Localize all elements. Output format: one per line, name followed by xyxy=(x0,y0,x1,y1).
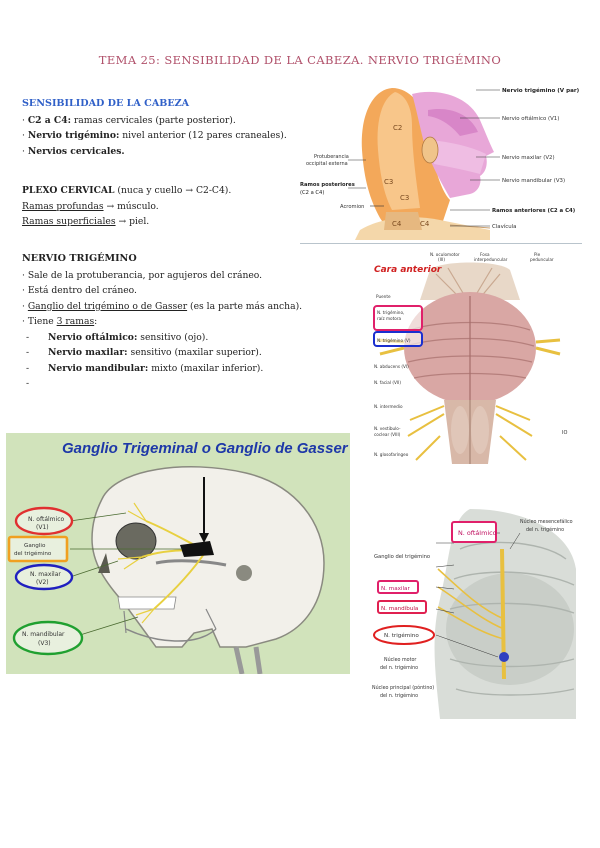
list-item: · Está dentro del cráneo. xyxy=(22,285,137,296)
label-mandibular-sub: (V3) xyxy=(38,640,51,647)
highlight-mandibular xyxy=(12,620,84,656)
label-puente: Puente xyxy=(376,294,391,299)
highlight-oftalmico xyxy=(14,506,74,536)
section-heading-plexo: PLEXO CERVICAL (nuca y cuello → C2-C4). xyxy=(22,185,232,196)
label-c2: C2 xyxy=(393,124,402,132)
label-posteriores: Ramos posteriores(C2 a C4) xyxy=(300,182,355,196)
list-item: -Nervio mandibular: mixto (maxilar infer… xyxy=(26,362,264,374)
skull-title: Ganglio Trigeminal o Ganglio de Gasser xyxy=(62,440,349,457)
highlight-box-motor xyxy=(373,305,423,331)
label-abducens: N. abducens (VI) xyxy=(374,364,409,369)
section-heading-trigemino: NERVIO TRIGÉMINO xyxy=(22,253,137,264)
label-maxilar: N. maxilar xyxy=(30,571,61,578)
highlight-maxilar xyxy=(377,580,419,594)
label-maxilar: N. maxilar xyxy=(381,586,410,592)
label-oftalmico: Nervio oftálmico (V1) xyxy=(502,115,559,122)
highlight-mandibula xyxy=(377,600,427,614)
label-gloso: N. glosofaríngeo xyxy=(374,452,409,457)
label-trigemino: N. trigémino xyxy=(384,632,419,639)
figure-brainstem-anterior: Cara anterior Puente N. trigémino,raíz m… xyxy=(370,250,568,464)
list-item: · Nervios cervicales. xyxy=(22,145,125,157)
label-v-par: Nervio trigémino (V par) xyxy=(502,87,580,94)
text-trigemino: NERVIO TRIGÉMINO · Sale de la protuberan… xyxy=(22,251,307,389)
text-sensibilidad: SENSIBILIDAD DE LA CABEZA · C2 a C4: ram… xyxy=(22,96,307,159)
list-item: · Nervio trigémino: nivel anterior (12 p… xyxy=(22,130,287,141)
label-anteriores: Ramos anteriores (C2 a C4) xyxy=(492,208,575,214)
text-plexo: PLEXO CERVICAL (nuca y cuello → C2-C4). … xyxy=(22,183,307,230)
label-mandibular: Nervio mandibular (V3) xyxy=(502,178,565,184)
highlight-maxilar xyxy=(14,563,74,591)
list-item: · Ganglio del trigémino o de Gasser (es … xyxy=(22,300,303,312)
list-item: Ramas superficiales → piel. xyxy=(22,216,150,227)
label-trigemino-v: N. trigémino (V) xyxy=(377,338,411,343)
label-principal: Núcleo principal (póntino)del n. trigémi… xyxy=(372,684,434,699)
label-raiz-motora: N. trigémino,raíz motora xyxy=(377,310,404,321)
highlight-box-sensory xyxy=(373,331,423,347)
label-clavicula: Clavícula xyxy=(492,223,516,230)
label-oftalmico: N. oftálmico xyxy=(28,516,64,523)
highlight-oftalmico xyxy=(451,521,497,543)
page-title: TEMA 25: SENSIBILIDAD DE LA CABEZA. NERV… xyxy=(98,53,502,67)
figure-skull-gasser: Ganglio Trigeminal o Ganglio de Gasser N… xyxy=(6,433,350,674)
highlight-trigemino xyxy=(373,625,435,645)
label-vestibulo: N. vestibulo-coclear (VIII) xyxy=(374,426,401,437)
label-facial: N. facial (VII) xyxy=(374,380,401,385)
label-maxilar: Nervio maxilar (V2) xyxy=(502,155,555,161)
label-acromion: Acromion xyxy=(340,204,364,210)
highlight-ganglio xyxy=(7,535,69,563)
label-oculomotor: N. oculomotor(III) xyxy=(430,252,460,262)
list-item: -Nervio oftálmico: sensitivo (ojo). xyxy=(26,331,209,343)
section-heading-sensibilidad: SENSIBILIDAD DE LA CABEZA xyxy=(22,98,190,109)
label-mandibula: N. mandíbula xyxy=(381,605,418,612)
label-ganglio: Ganglio xyxy=(24,543,46,549)
brainstem-title: Cara anterior xyxy=(374,265,442,275)
figure-head-dermatomes: C2 C3 C3 C4 C4 Nervio trigémino (V par) … xyxy=(300,80,596,240)
label-oftalmico-sub: (V1) xyxy=(36,524,49,531)
label-ganglio-sub: del trigémino xyxy=(14,550,52,557)
label-c4: C4 xyxy=(392,220,402,228)
label-c3b: C3 xyxy=(400,194,409,202)
label-cut: IO xyxy=(562,430,567,436)
label-maxilar-sub: (V2) xyxy=(36,579,49,586)
list-item: · C2 a C4: ramas cervicales (parte poste… xyxy=(22,114,236,126)
divider xyxy=(300,243,582,244)
label-c3: C3 xyxy=(384,178,393,186)
figure-trigeminal-nuclei: N. oftálmico Ganglio del trigémino N. ma… xyxy=(370,509,576,719)
label-oftalmico: N. oftálmico xyxy=(458,529,497,537)
label-mandibular: N. mandibular xyxy=(22,631,65,638)
list-item: · Tiene 3 ramas: xyxy=(22,316,98,327)
list-item: Ramas profundas → músculo. xyxy=(22,200,159,212)
label-ganglio: Ganglio del trigémino xyxy=(374,553,430,560)
list-item: -Nervio maxilar: sensitivo (maxilar supe… xyxy=(26,347,262,358)
list-item: · Sale de la protuberancia, por agujeros… xyxy=(22,269,263,281)
label-intermedio: N. intermedio xyxy=(374,404,403,409)
label-c4b: C4 xyxy=(420,220,430,228)
